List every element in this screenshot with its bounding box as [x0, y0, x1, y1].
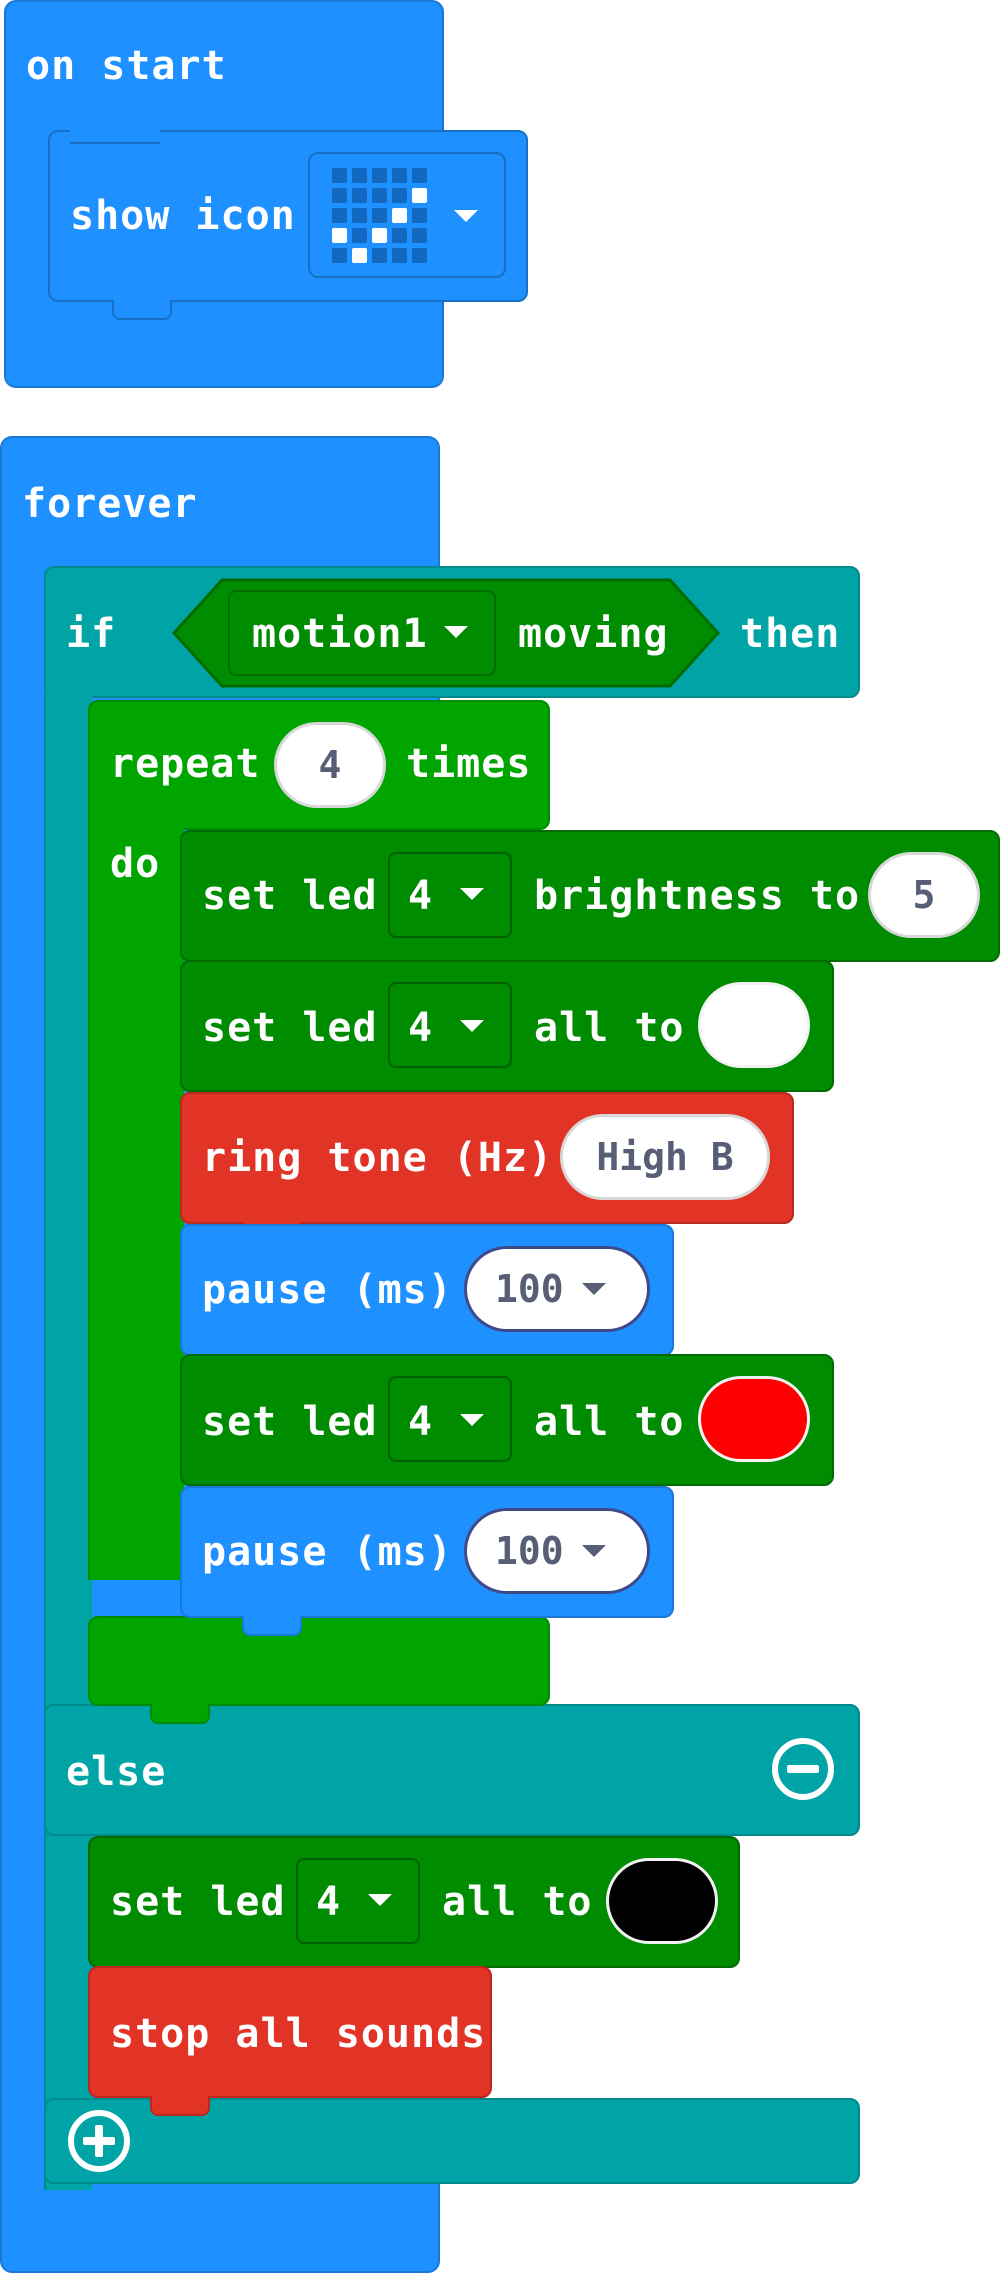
led-cell — [352, 188, 367, 203]
repeat-label: repeat — [110, 741, 261, 787]
notch — [70, 130, 160, 144]
led-cell — [372, 188, 387, 203]
led-cell — [392, 208, 407, 223]
chevron-down-icon — [581, 1283, 606, 1295]
led-matrix-icon — [332, 168, 430, 266]
icon-picker[interactable] — [308, 152, 506, 278]
chevron-down-icon — [460, 1020, 484, 1032]
else-row — [44, 1704, 860, 1836]
stop-sounds-label: stop all sounds — [110, 2011, 487, 2057]
else-label: else — [66, 1749, 167, 1795]
set-led-label: set led — [202, 1005, 378, 1051]
led-cell — [392, 188, 407, 203]
pause-notch-bottom — [242, 1616, 302, 1636]
color-black-swatch[interactable] — [606, 1858, 718, 1944]
times-label: times — [406, 741, 532, 787]
led-dropdown[interactable] — [388, 1376, 512, 1462]
chevron-down-icon — [454, 210, 478, 222]
on-start-label: on start — [26, 43, 227, 89]
stop-sounds-notch-bottom — [150, 2096, 210, 2116]
pause-value: 100 — [495, 1267, 564, 1311]
pause-label: pause (ms) — [202, 1267, 453, 1313]
show-icon-notch-bottom — [112, 300, 172, 320]
if-label: if — [66, 611, 117, 657]
ring-tone-label: ring tone (Hz) — [202, 1135, 554, 1181]
led-cell — [352, 248, 367, 263]
condition-state: moving — [518, 611, 669, 657]
stop-sounds-block[interactable] — [88, 1966, 492, 2098]
repeat-notch-bottom — [150, 1704, 210, 1724]
set-led-brightness-block[interactable] — [180, 830, 1000, 962]
led-cell — [412, 248, 427, 263]
led-cell — [352, 228, 367, 243]
led-cell — [412, 188, 427, 203]
chevron-down-icon — [444, 626, 468, 638]
sensor-value: motion1 — [252, 611, 428, 657]
led-cell — [412, 228, 427, 243]
led-dropdown[interactable] — [388, 852, 512, 938]
chevron-down-icon — [460, 888, 484, 900]
all-to-label: all to — [534, 1005, 685, 1051]
pause-label: pause (ms) — [202, 1529, 453, 1575]
repeat-footer — [88, 1616, 550, 1706]
do-label: do — [110, 841, 161, 887]
led-cell — [392, 248, 407, 263]
led-cell — [332, 248, 347, 263]
color-white-swatch[interactable] — [698, 982, 810, 1068]
chevron-down-icon — [460, 1414, 484, 1426]
led-cell — [352, 168, 367, 183]
led-cell — [412, 168, 427, 183]
pause-input[interactable]: 100 — [464, 1508, 650, 1594]
then-label: then — [740, 611, 841, 657]
add-branch-icon[interactable] — [66, 2108, 132, 2174]
led-value: 4 — [408, 1005, 434, 1051]
color-red-swatch[interactable] — [698, 1376, 810, 1462]
led-value: 4 — [408, 1399, 434, 1445]
led-cell — [372, 168, 387, 183]
led-cell — [332, 208, 347, 223]
if-else-spine — [44, 690, 92, 2190]
led-value: 4 — [316, 1879, 342, 1925]
led-cell — [372, 208, 387, 223]
led-cell — [332, 188, 347, 203]
all-to-label: all to — [534, 1399, 685, 1445]
sensor-dropdown[interactable] — [228, 590, 496, 676]
led-cell — [352, 208, 367, 223]
led-value: 4 — [408, 873, 434, 919]
set-led-label: set led — [202, 873, 378, 919]
brightness-label: brightness to — [534, 873, 861, 919]
all-to-label: all to — [442, 1879, 593, 1925]
set-led-label: set led — [110, 1879, 286, 1925]
led-cell — [392, 228, 407, 243]
pause-value: 100 — [495, 1529, 564, 1573]
remove-branch-icon[interactable] — [770, 1736, 836, 1802]
led-dropdown[interactable] — [388, 982, 512, 1068]
repeat-count-input[interactable]: 4 — [274, 722, 386, 808]
chevron-down-icon — [368, 1894, 392, 1906]
forever-label: forever — [22, 481, 198, 527]
note-picker[interactable]: High B — [560, 1114, 770, 1200]
chevron-down-icon — [581, 1545, 606, 1557]
led-cell — [392, 168, 407, 183]
led-cell — [372, 248, 387, 263]
set-led-label: set led — [202, 1399, 378, 1445]
led-cell — [412, 208, 427, 223]
show-icon-label: show icon — [70, 193, 296, 239]
pause-input[interactable]: 100 — [464, 1246, 650, 1332]
led-cell — [332, 168, 347, 183]
brightness-input[interactable]: 5 — [868, 852, 980, 938]
led-cell — [372, 228, 387, 243]
led-cell — [332, 228, 347, 243]
repeat-spine — [88, 820, 184, 1580]
led-dropdown[interactable] — [296, 1858, 420, 1944]
